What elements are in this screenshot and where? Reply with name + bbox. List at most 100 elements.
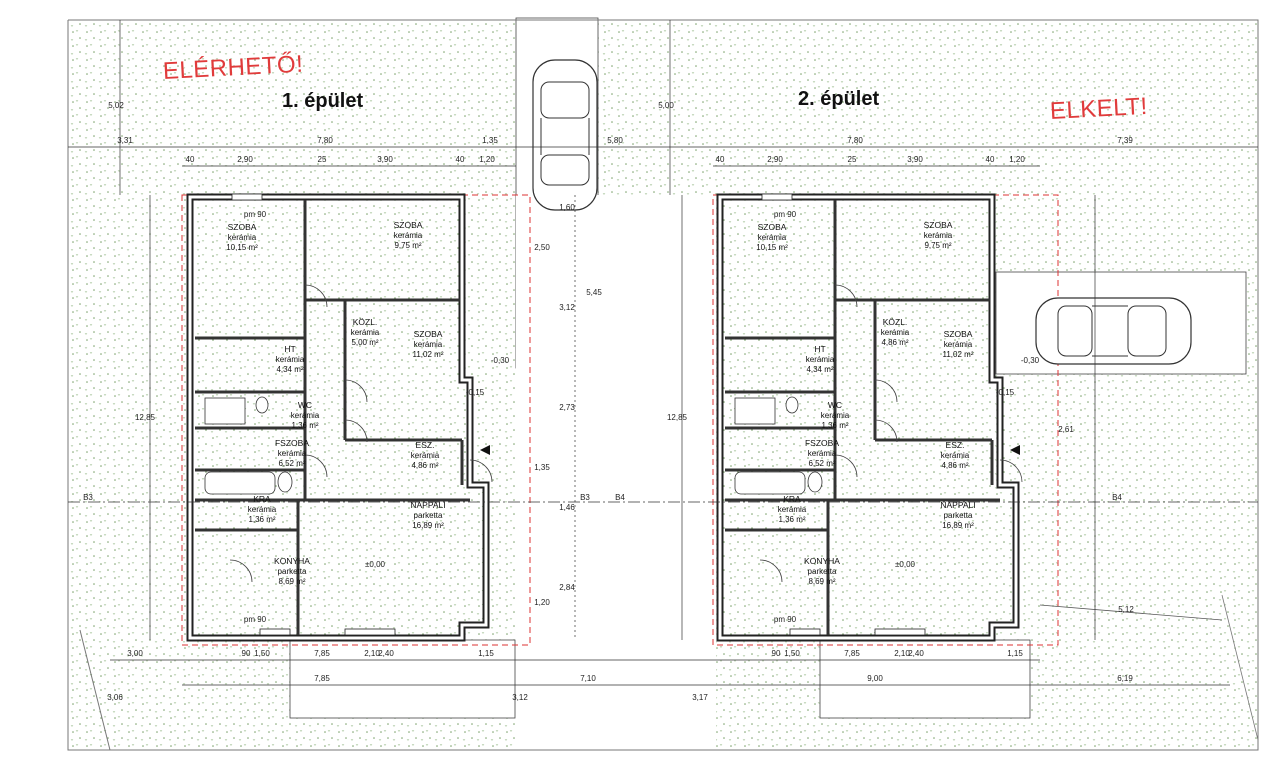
room-name: SZOBA (944, 329, 973, 339)
room-name: KONYHA (274, 556, 310, 566)
room-area: 1,36 m² (248, 515, 275, 524)
plot-boundary (67, 19, 1259, 751)
dimension-label: 3,00 (127, 649, 143, 658)
dimension-label: 1,20 (1009, 155, 1025, 164)
dimension-label: 90 (772, 649, 781, 658)
section-label: B4 (1112, 493, 1122, 502)
room-name: SZOBA (394, 220, 423, 230)
room-name: ESZ. (416, 440, 435, 450)
room-material: kerámia (808, 449, 837, 458)
dimension-label: 40 (456, 155, 465, 164)
level-label: ±0,00 (365, 560, 386, 569)
room-material: kerámia (944, 340, 973, 349)
room-material: kerámia (411, 451, 440, 460)
level-label: ±0,00 (895, 560, 916, 569)
door-swing (469, 459, 493, 483)
toilet (785, 396, 799, 414)
door-swing (229, 559, 253, 583)
dimension-label: 7,85 (314, 674, 330, 683)
room-area: 11,02 m² (413, 350, 444, 359)
room-material: kerámia (291, 411, 320, 420)
room-material: kerámia (228, 233, 257, 242)
dimension-label: 2,90 (767, 155, 783, 164)
dimension-label: 1,35 (482, 136, 498, 145)
room-name: SZOBA (758, 222, 787, 232)
room-name: SZOBA (228, 222, 257, 232)
dimension-label: 7,85 (844, 649, 860, 658)
dimension-label: 40 (716, 155, 725, 164)
dimension-label: 3,12 (559, 303, 575, 312)
level-marker (1010, 445, 1020, 455)
room-name: NAPPALI (940, 500, 975, 510)
room-area: 11,02 m² (943, 350, 974, 359)
dimension-label: 1,50 (784, 649, 800, 658)
dimension-label: 25 (848, 155, 857, 164)
room-name: HT (284, 344, 295, 354)
toilet (807, 471, 823, 493)
level-label: -0,30 (1021, 356, 1040, 365)
room-name: KONYHA (804, 556, 840, 566)
room-material: kerámia (278, 449, 307, 458)
dimension-label: 12,85 (667, 413, 688, 422)
window (344, 628, 396, 636)
room-material: parketta (278, 567, 307, 576)
dimension-label: 2,84 (559, 583, 575, 592)
dimension-label: 1,46 (559, 503, 575, 512)
room-name: KÖZL. (883, 317, 908, 327)
door-swing (874, 419, 898, 443)
dimension-label: 3,17 (692, 693, 708, 702)
dimension-label: 3,06 (107, 693, 123, 702)
dimension-label: 2,40 (908, 649, 924, 658)
window (259, 628, 291, 636)
room-area: 1,36 m² (291, 421, 318, 430)
room-area: 4,86 m² (941, 461, 968, 470)
dimension-label: 1,50 (254, 649, 270, 658)
dimension-label: 2,61 (1058, 425, 1074, 434)
door-swing (344, 379, 368, 403)
dimension-label: 6,19 (1117, 674, 1133, 683)
room-area: 8,69 m² (808, 577, 835, 586)
section-label: B4 (615, 493, 625, 502)
room-material: kerámia (414, 340, 443, 349)
level-label: -0,15 (996, 388, 1015, 397)
bathtub (734, 471, 806, 495)
gap-strip (516, 195, 716, 755)
room-area: 4,34 m² (276, 365, 303, 374)
room-area: 1,36 m² (778, 515, 805, 524)
room-material: kerámia (276, 355, 305, 364)
car-side-icon (1035, 297, 1192, 365)
room-name: KRA (253, 494, 271, 504)
room-area: 16,89 m² (412, 521, 444, 530)
room-area: 16,89 m² (942, 521, 974, 530)
car-top-icon (532, 59, 598, 211)
window (874, 628, 926, 636)
room-area: 4,86 m² (411, 461, 438, 470)
room-area: 9,75 m² (924, 241, 951, 250)
window (789, 628, 821, 636)
room-material: kerámia (924, 231, 953, 240)
dimension-label: 40 (186, 155, 195, 164)
window (761, 193, 793, 201)
room-material: kerámia (881, 328, 910, 337)
dimension-label: 2,10 (364, 649, 380, 658)
dimension-label: 1,20 (534, 598, 550, 607)
dimension-label: 2,10 (894, 649, 910, 658)
room-name: WC (828, 400, 842, 410)
dimension-label: 2,90 (237, 155, 253, 164)
room-area: 6,52 m² (278, 459, 305, 468)
door-swing (304, 284, 328, 308)
door-swing (344, 419, 368, 443)
shower (734, 397, 776, 425)
dimension-label: 7,80 (317, 136, 333, 145)
dimension-label: 9,00 (867, 674, 883, 683)
dimension-label: 5,45 (586, 288, 602, 297)
door-swing (874, 379, 898, 403)
bathtub (204, 471, 276, 495)
dimension-label: 5,00 (658, 101, 674, 110)
dimension-label: 1,35 (534, 463, 550, 472)
room-area: 10,15 m² (226, 243, 258, 252)
room-material: kerámia (806, 355, 835, 364)
room-material: kerámia (248, 505, 277, 514)
dimension-label: 2,40 (378, 649, 394, 658)
room-area: 4,86 m² (881, 338, 908, 347)
